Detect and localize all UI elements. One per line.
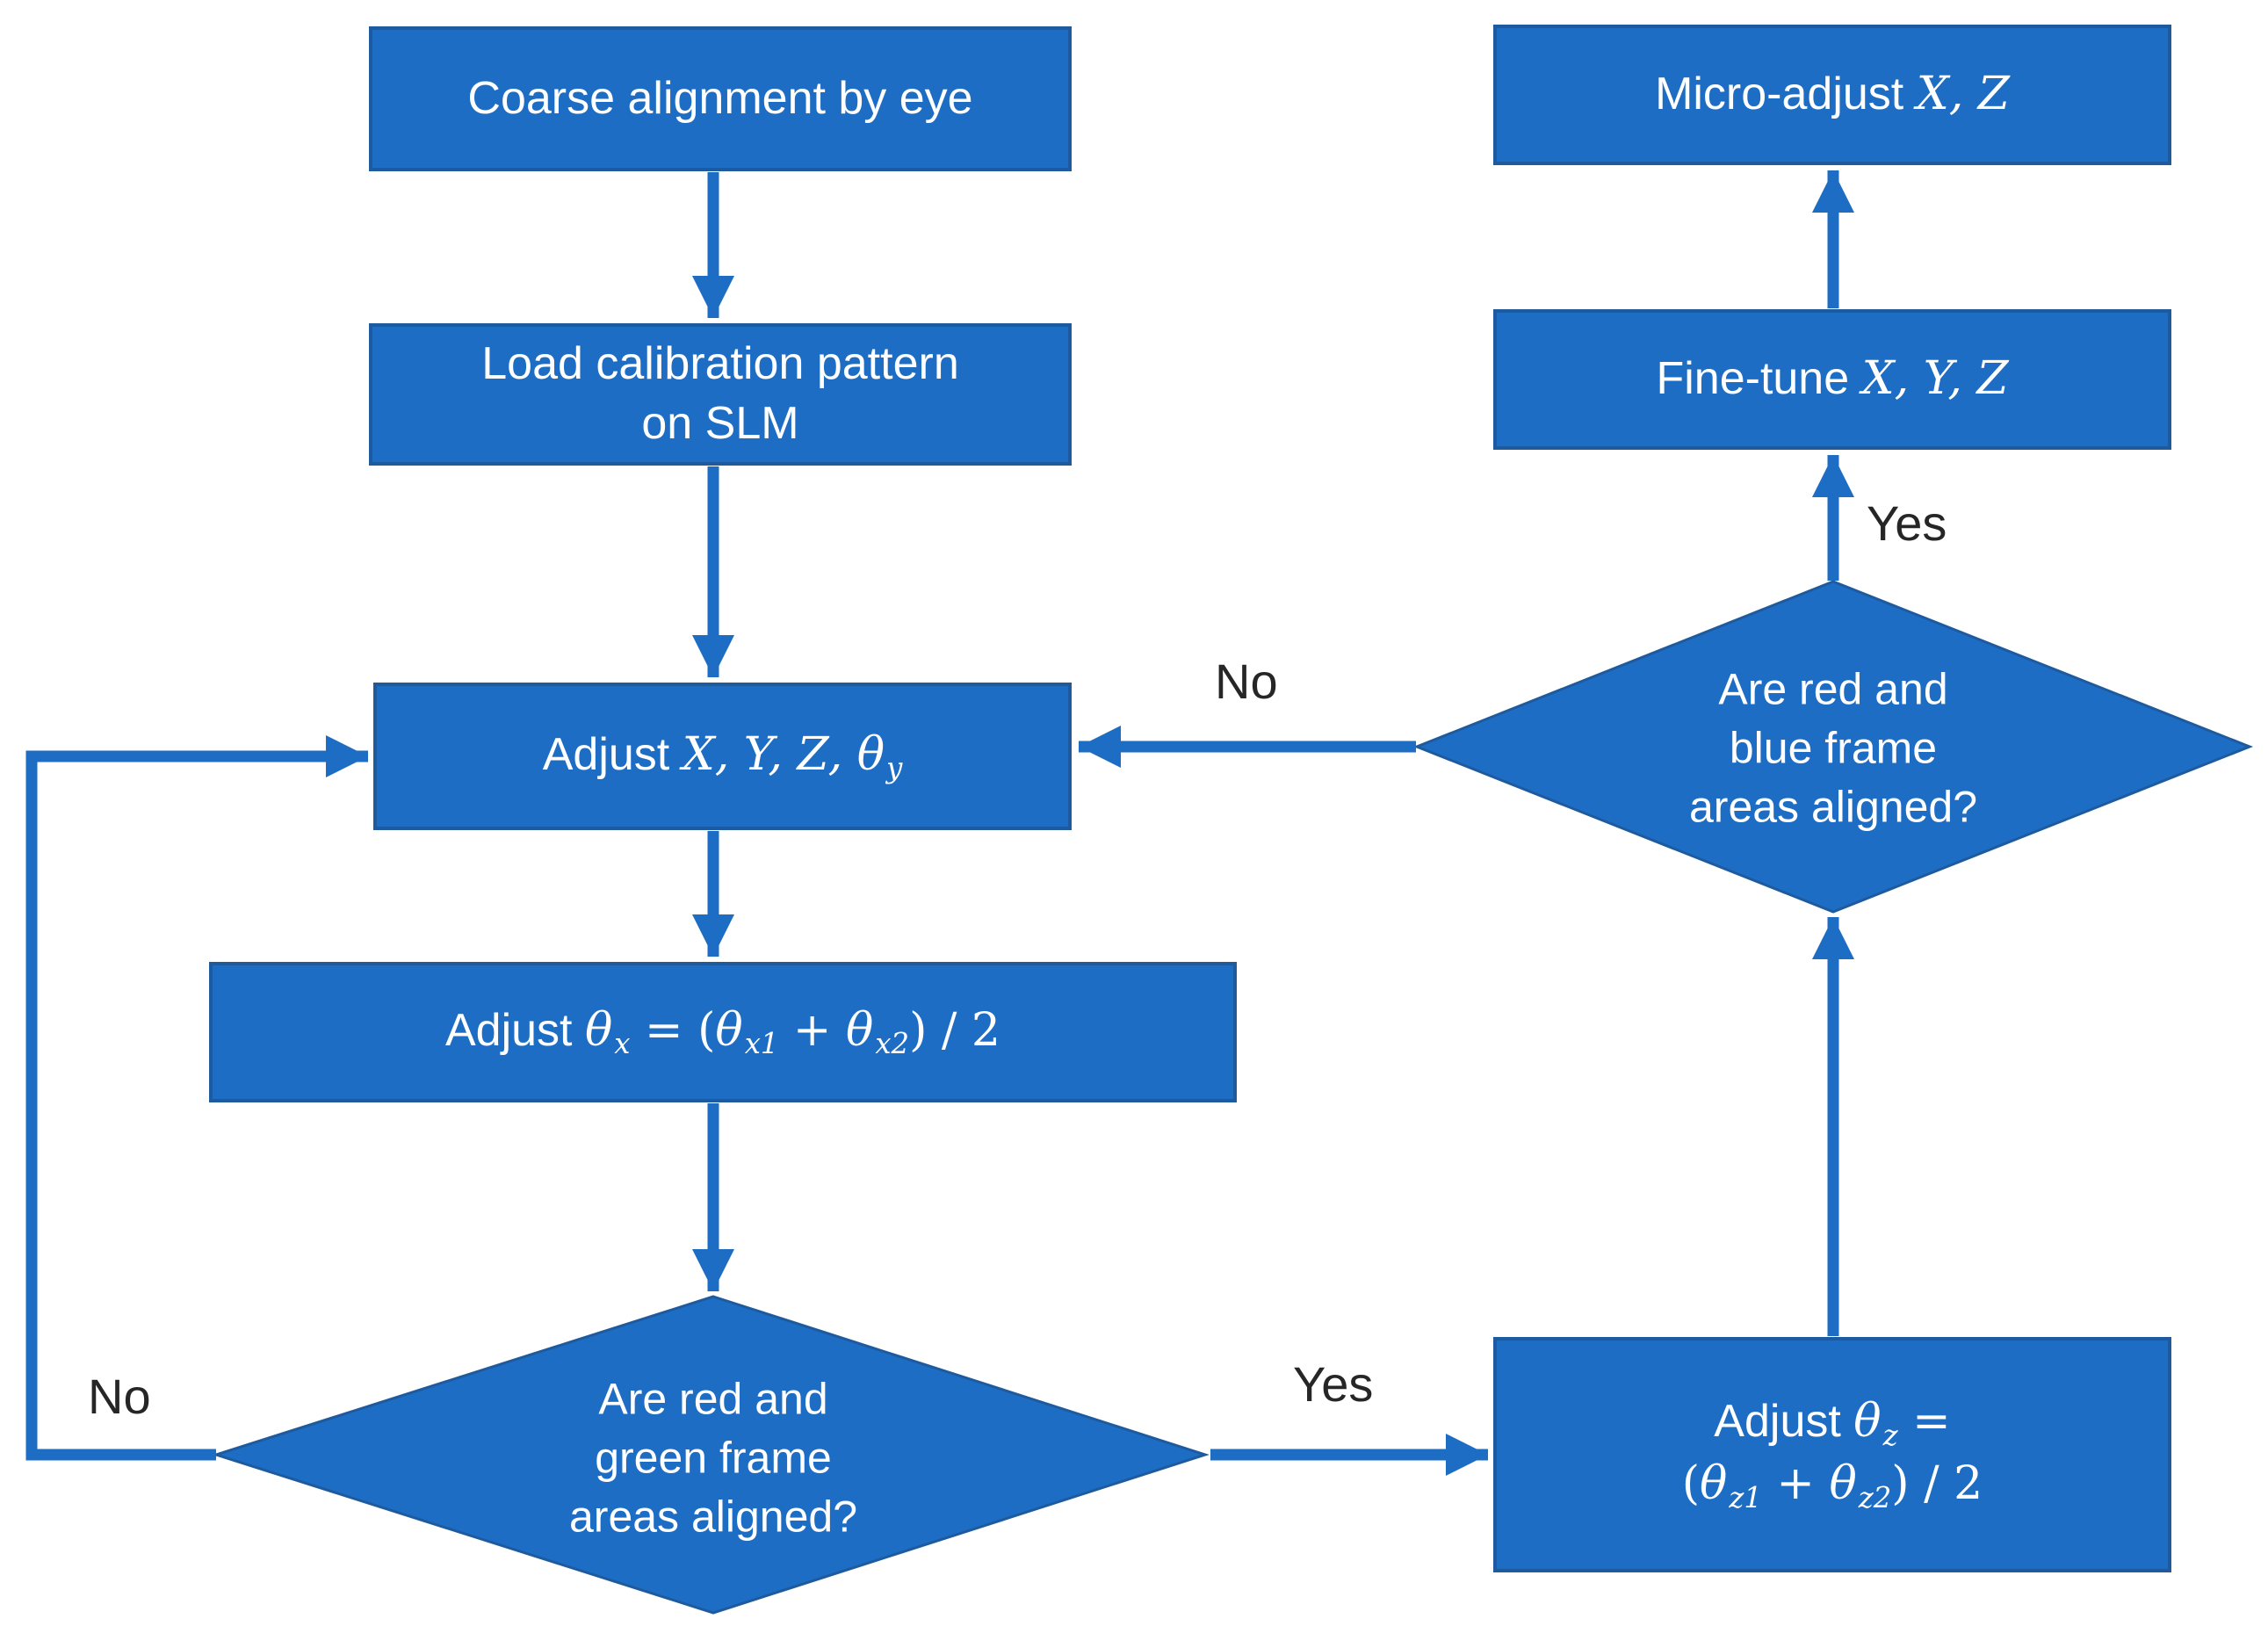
edge-decision-green-no-loop-to-adjust-xyz bbox=[25, 735, 368, 1461]
node-adjust-theta-z: Adjust θz =(θz1 + θz2) / 2 bbox=[1493, 1337, 2171, 1572]
decision-red-blue-label: Are red and blue frame areas aligned? bbox=[1688, 664, 1978, 832]
node-micro-adjust-xz-label: Micro-adjust X, Z bbox=[1655, 68, 2010, 121]
node-micro-adjust-xz: Micro-adjust X, Z bbox=[1493, 25, 2171, 165]
node-adjust-xyz-theta-y: Adjust X, Y, Z, θy bbox=[373, 683, 1072, 830]
node-load-calibration-label: Load calibration pattern on SLM bbox=[481, 338, 959, 449]
node-coarse-alignment: Coarse alignment by eye bbox=[369, 26, 1072, 171]
node-adjust-xyz-theta-y-label: Adjust X, Y, Z, θy bbox=[542, 727, 903, 785]
node-fine-tune-xyz-label: Fine-tune X, Y, Z bbox=[1656, 352, 2009, 406]
node-adjust-theta-z-label: Adjust θz =(θz1 + θz2) / 2 bbox=[1681, 1395, 1983, 1514]
edge-label-yes-green: Yes bbox=[1293, 1356, 1374, 1412]
decision-red-green-label: Are red and green frame areas aligned? bbox=[568, 1374, 858, 1542]
edge-label-no-loop: No bbox=[88, 1369, 151, 1424]
node-adjust-theta-x-label: Adjust θx = (θx1 + θx2) / 2 bbox=[444, 1003, 1001, 1061]
decision-red-blue-shape bbox=[1412, 580, 2254, 914]
edge-label-yes-blue: Yes bbox=[1867, 495, 1947, 551]
edge-label-no-blue: No bbox=[1215, 654, 1278, 709]
node-adjust-theta-x: Adjust θx = (θx1 + θx2) / 2 bbox=[209, 962, 1237, 1102]
node-coarse-alignment-label: Coarse alignment by eye bbox=[467, 72, 973, 124]
node-fine-tune-xyz: Fine-tune X, Y, Z bbox=[1493, 309, 2171, 450]
decision-red-green-shape bbox=[212, 1295, 1210, 1615]
node-load-calibration: Load calibration pattern on SLM bbox=[369, 323, 1072, 466]
